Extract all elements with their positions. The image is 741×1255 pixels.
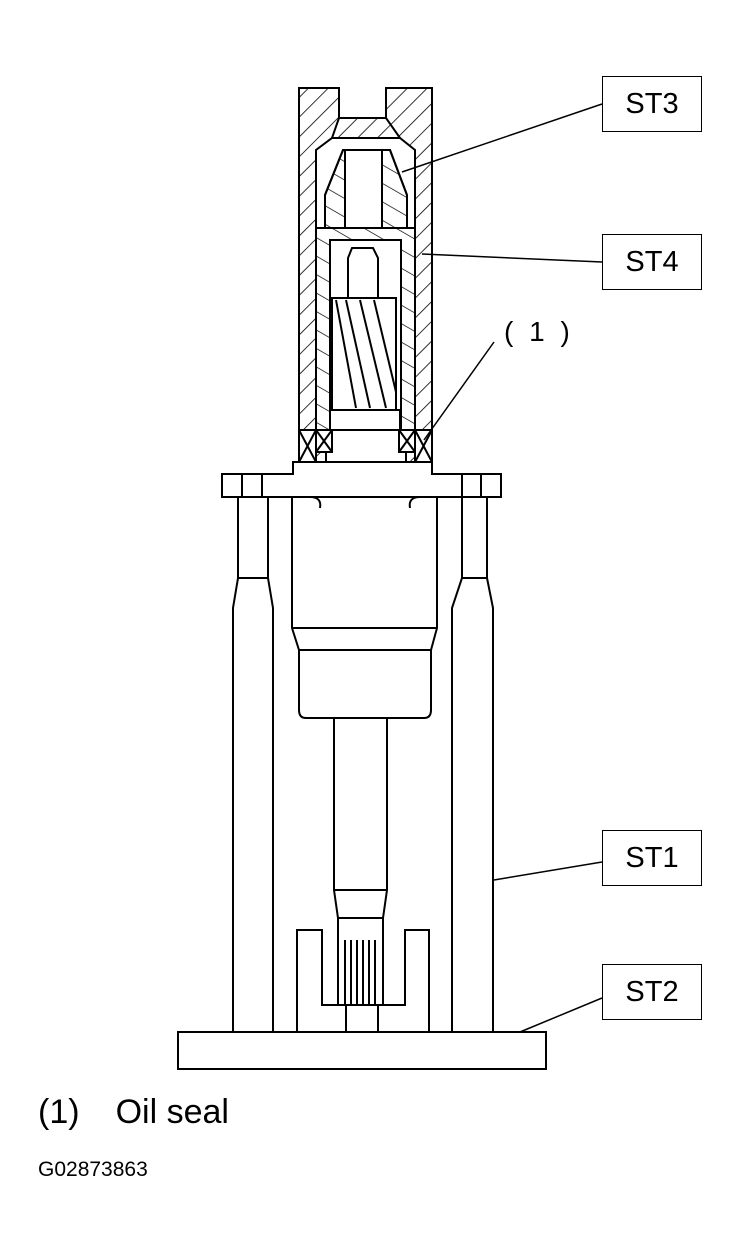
label-st4: ST4	[602, 234, 702, 290]
st2-base	[177, 917, 547, 1070]
legend: (1) Oil seal	[38, 1093, 229, 1132]
label-st3: ST3	[602, 76, 702, 132]
label-st3-text: ST3	[625, 87, 679, 120]
leader-lines	[401, 103, 603, 1033]
st1-body	[291, 497, 438, 919]
callout-oil-seal: ( 1 )	[504, 316, 574, 347]
st1-top-plate	[221, 461, 502, 509]
legend-number: (1)	[38, 1093, 80, 1131]
label-st4-text: ST4	[625, 245, 679, 278]
legend-text: Oil seal	[115, 1093, 229, 1131]
label-st1-text: ST1	[625, 841, 679, 874]
st1-columns	[232, 497, 494, 1032]
label-st2-text: ST2	[625, 975, 679, 1008]
label-st2: ST2	[602, 964, 702, 1020]
pinion-shaft	[325, 247, 407, 463]
oil-seal	[298, 429, 433, 463]
figure-id: G02873863	[38, 1158, 148, 1181]
label-st1: ST1	[602, 830, 702, 886]
